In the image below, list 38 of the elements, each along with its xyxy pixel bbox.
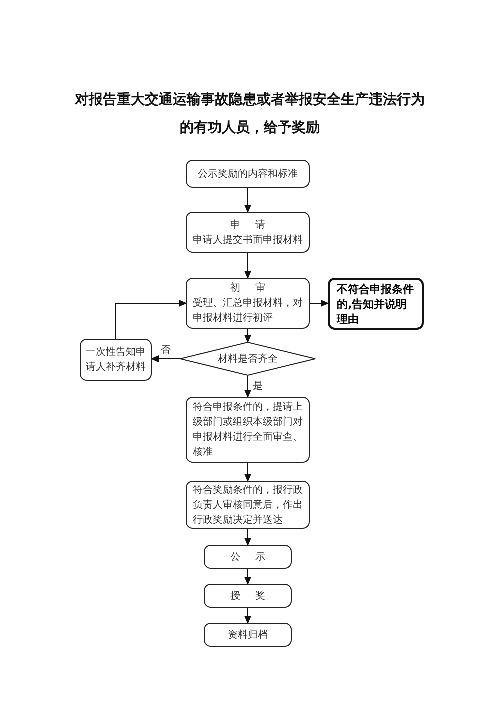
process-box	[204, 545, 292, 569]
arrow	[244, 252, 252, 278]
arrow	[244, 376, 252, 398]
condition-text: 材料是否齐全	[218, 352, 278, 366]
arrow	[152, 356, 180, 362]
step-description: 申请人提交书面申报材料	[193, 234, 303, 248]
arrow	[244, 568, 252, 584]
step-heading: 初 审	[230, 282, 266, 296]
process-box	[204, 584, 292, 608]
process-box	[80, 339, 152, 381]
arrow	[310, 300, 328, 307]
step-label: 公 示	[230, 550, 266, 564]
arrow	[244, 328, 252, 342]
arrow	[244, 188, 252, 212]
step-label: 资料归档	[228, 628, 268, 642]
process-box	[186, 397, 310, 463]
edge-label: 否	[160, 345, 172, 357]
step-label: 符合申报条件的，提请上级部门或组织本级部门对申报材料进行全面审查、核准	[193, 400, 303, 460]
step-description: 受理、汇总申报材料，对申报材料进行初评	[193, 296, 303, 326]
process-box	[186, 160, 310, 188]
process-box	[186, 212, 310, 253]
notice-text: 不符合申报条件的,告知并说明理由	[337, 282, 415, 326]
title: 对报告重大交通运输事故隐患或者举报安全生产违法行为的有功人员，给予奖励	[74, 90, 426, 138]
step-label: 公示奖励的内容和标准	[198, 168, 298, 182]
edge-label: 是	[252, 380, 264, 392]
rejection-box	[328, 278, 424, 330]
decision-diamond	[180, 342, 316, 376]
step-label: 一次性告知申请人补齐材料	[86, 346, 146, 375]
arrow	[116, 300, 186, 340]
step-heading: 申 请	[230, 218, 266, 232]
process-box	[186, 481, 310, 529]
arrow	[244, 462, 252, 482]
process-box	[186, 278, 310, 329]
step-label: 符合奖励条件的，报行政负责人审核同意后，作出行政奖励决定并送达	[193, 484, 303, 528]
arrow	[244, 608, 252, 624]
process-box	[204, 623, 292, 647]
step-label: 授 奖	[230, 590, 266, 604]
arrow	[244, 528, 252, 546]
